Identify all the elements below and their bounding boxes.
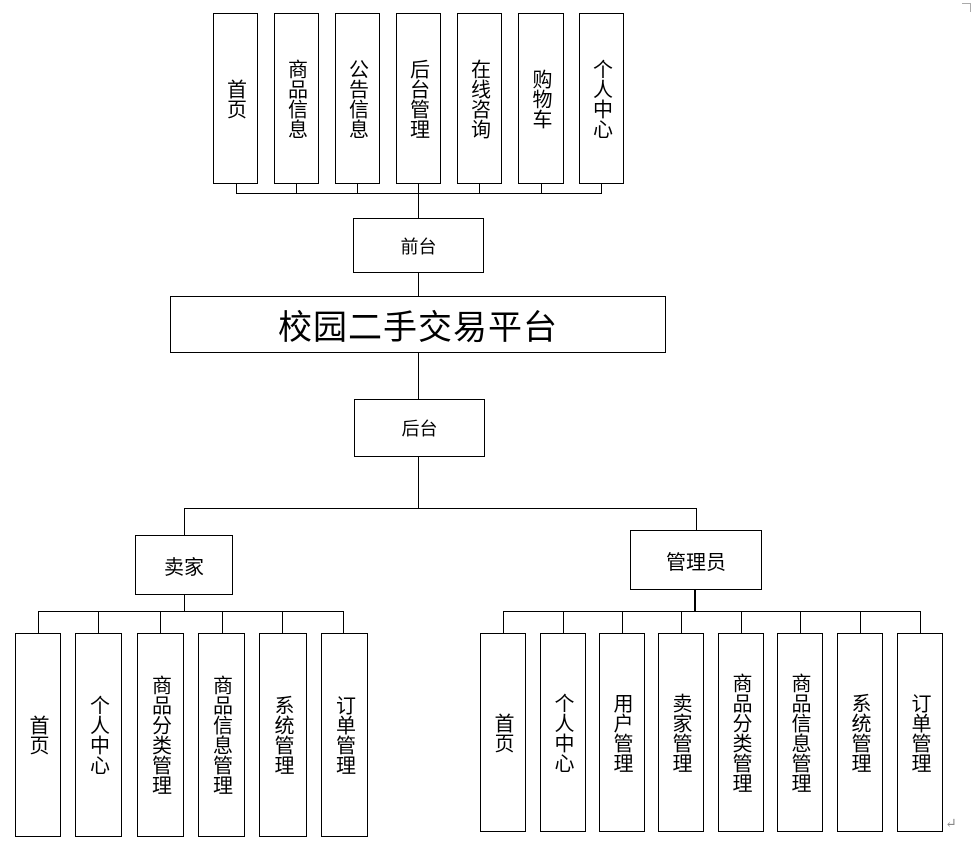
admin-module-label: 商品分类管理 (729, 672, 753, 793)
front-node-label: 前台 (400, 236, 437, 258)
admin-module-label: 卖家管理 (669, 692, 693, 773)
connector (681, 611, 682, 633)
connector (694, 589, 696, 611)
back-node-label: 后台 (401, 419, 438, 440)
front-module-box: 购物车 (518, 13, 564, 184)
admin-module-box: 订单管理 (897, 633, 943, 832)
connector (184, 508, 185, 535)
platform-title: 校园二手交易平台 (278, 308, 558, 348)
connector (503, 611, 921, 612)
connector (503, 611, 504, 633)
front-module-label: 首页 (223, 78, 248, 119)
admin-module-label: 商品信息管理 (788, 672, 812, 793)
connector (184, 508, 697, 509)
admin-module-box: 首页 (480, 633, 526, 832)
seller-module-box: 商品分类管理 (137, 633, 184, 837)
front-module-label: 购物车 (529, 68, 553, 129)
connector (357, 183, 358, 194)
front-module-box: 个人中心 (579, 13, 624, 184)
front-module-label: 在线咨询 (467, 58, 492, 139)
connector (860, 611, 861, 633)
connector (601, 183, 602, 194)
connector (800, 611, 801, 633)
connector (541, 183, 542, 194)
connector (920, 611, 921, 633)
connector (622, 611, 623, 633)
front-module-box: 首页 (213, 13, 258, 184)
admin-module-label: 订单管理 (908, 692, 932, 773)
front-module-box: 在线咨询 (457, 13, 502, 184)
connector (222, 611, 223, 633)
seller-module-label: 商品分类管理 (148, 675, 173, 795)
seller-module-box: 系统管理 (259, 633, 307, 837)
connector (479, 183, 480, 194)
admin-module-box: 系统管理 (837, 633, 883, 832)
connector (343, 611, 344, 633)
connector (418, 183, 419, 194)
admin-module-label: 个人中心 (551, 692, 575, 773)
connector (418, 456, 419, 509)
back-node: 后台 (354, 399, 485, 457)
seller-module-label: 商品信息管理 (209, 675, 234, 795)
admin-module-label: 首页 (491, 712, 515, 753)
seller-module-label: 首页 (26, 715, 50, 755)
connector (696, 508, 697, 531)
admin-module-label: 系统管理 (848, 692, 872, 773)
front-module-box: 后台管理 (396, 13, 441, 184)
connector (741, 611, 742, 633)
front-module-label: 商品信息 (284, 58, 309, 139)
seller-node: 卖家 (135, 535, 233, 595)
front-module-box: 商品信息 (274, 13, 319, 184)
seller-node-label: 卖家 (164, 554, 204, 579)
admin-module-box: 卖家管理 (658, 633, 704, 832)
connector (98, 611, 99, 633)
connector (184, 594, 185, 612)
platform-title-box: 校园二手交易平台 (170, 296, 666, 353)
front-module-label: 后台管理 (406, 58, 431, 139)
page-corner-mark (962, 3, 971, 12)
front-module-box: 公告信息 (335, 13, 380, 184)
front-node: 前台 (353, 218, 484, 273)
connector (236, 193, 602, 194)
connector (236, 183, 237, 194)
connector (282, 611, 283, 633)
admin-node: 管理员 (630, 530, 762, 590)
connector (418, 193, 419, 218)
connector (563, 611, 564, 633)
connector (38, 611, 39, 633)
seller-module-box: 首页 (15, 633, 61, 837)
seller-module-label: 个人中心 (86, 695, 111, 775)
seller-module-label: 系统管理 (271, 695, 295, 775)
admin-node-label: 管理员 (666, 549, 726, 574)
admin-module-box: 个人中心 (540, 633, 586, 832)
connector (160, 611, 161, 633)
front-module-label: 个人中心 (589, 58, 614, 139)
seller-module-label: 订单管理 (332, 695, 357, 775)
admin-module-box: 商品分类管理 (718, 633, 764, 832)
admin-module-label: 用户管理 (610, 692, 634, 773)
seller-module-box: 商品信息管理 (198, 633, 245, 837)
admin-module-box: 用户管理 (599, 633, 645, 832)
connector (296, 183, 297, 194)
connector (418, 272, 419, 297)
paragraph-return-mark: ↵ (945, 816, 957, 832)
seller-module-box: 个人中心 (75, 633, 122, 837)
admin-module-box: 商品信息管理 (777, 633, 823, 832)
seller-module-box: 订单管理 (321, 633, 368, 837)
connector (38, 611, 344, 612)
connector (418, 352, 419, 399)
front-module-label: 公告信息 (345, 58, 370, 139)
